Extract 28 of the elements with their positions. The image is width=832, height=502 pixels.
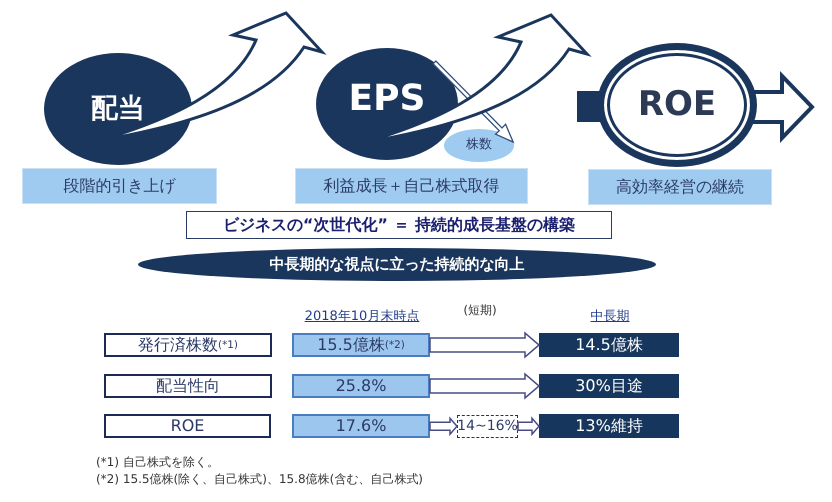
block-arrow <box>429 331 540 359</box>
title-ellipse: 配当 <box>44 53 192 165</box>
caption-box: 段階的引き上げ <box>22 168 217 204</box>
target-box: 13%維持 <box>539 414 679 438</box>
column-header: 2018年10月末時点 <box>304 309 420 325</box>
title-ellipse: EPS <box>316 48 458 160</box>
target-box: 30%目途 <box>539 374 679 398</box>
ellipse-banner: 中長期的な視点に立った持続的な向上 <box>138 248 656 281</box>
column-note: (短期) <box>463 303 497 318</box>
dashed-value-box: 14~16% <box>457 415 518 438</box>
value-box: 15.5億株$^{(*2)}$ <box>292 333 430 357</box>
footnote: (*2) 15.5億株(除く、自己株式)、15.8億株(含む、自己株式) <box>96 472 423 486</box>
target-box: 14.5億株 <box>539 333 679 357</box>
block-arrow <box>429 372 540 400</box>
row-label-box: ROE <box>104 414 271 438</box>
column-header: 中長期 <box>590 309 630 325</box>
row-label-box: 発行済株数$^{(*1)}$ <box>104 333 272 357</box>
caption-box: 利益成長＋自己株式取得 <box>295 168 528 204</box>
row-label-box: 配当性向 <box>104 374 272 398</box>
small-ellipse: 株数 <box>444 129 514 162</box>
value-box: 17.6% <box>292 414 430 438</box>
ring-ellipse: ROE <box>597 43 757 167</box>
footnote: (*1) 自己株式を除く。 <box>96 455 219 470</box>
block-arrow <box>429 416 458 436</box>
value-box: 25.8% <box>292 374 430 398</box>
caption-box: 高効率経営の継続 <box>588 169 772 205</box>
block-arrow <box>517 416 540 436</box>
banner-box: ビジネスの“次世代化” ＝ 持続的成長基盤の構築 <box>186 211 612 239</box>
